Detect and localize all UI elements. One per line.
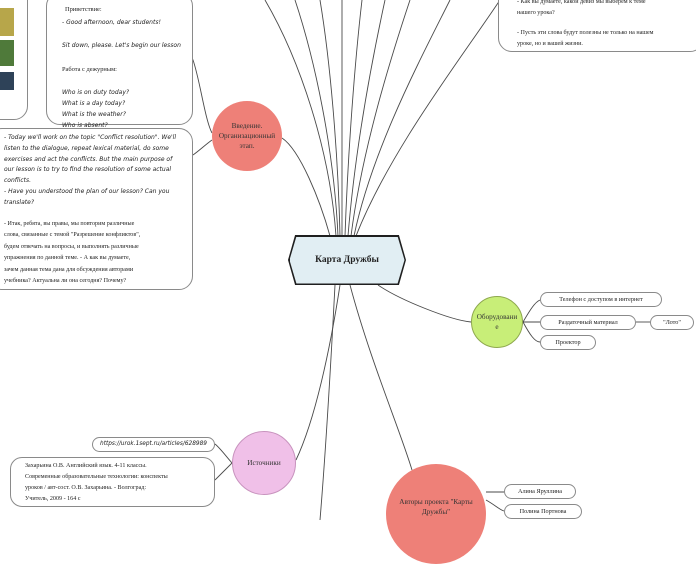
equipment-item-phone[interactable]: Телефон с доступом в интернет	[540, 292, 662, 307]
sources-book-box: Захарьина О.В. Английский язык. 4-11 кла…	[10, 457, 215, 507]
authors-node-label: Авторы проекта "Карты Дружбы"	[399, 498, 473, 516]
book-line: Захарьина О.В. Английский язык. 4-11 кла…	[25, 463, 147, 469]
intro-en-line: conflicts.	[4, 177, 31, 185]
intro-ru-line: слова, связанные с темой "Разрешение кон…	[4, 232, 141, 239]
intro-node[interactable]: Введение. Организационный этап.	[212, 101, 282, 171]
sources-url[interactable]: https://urok.1sept.ru/articles/628989	[92, 437, 215, 452]
equipment-item-loto[interactable]: "Лото"	[650, 315, 694, 330]
book-line: Учитель, 2009 - 164 с	[25, 496, 81, 502]
intro-ru-line: зачем данная тема дана для обсуждения ав…	[4, 266, 134, 273]
motto-box: - Как вы думаете, какой девиз мы выберем…	[498, 0, 696, 52]
motto-line: - Пусть эти слова будут полезны не тольк…	[517, 30, 654, 36]
duty-heading: Работа с дежурным:	[62, 66, 117, 74]
author-name[interactable]: Полина Портнова	[504, 504, 582, 519]
duty-question: What is a day today?	[62, 99, 126, 107]
intro-en-line: exercises and act the conflicts. But the…	[4, 155, 173, 163]
greeting-box: Приветствие: - Good afternoon, dear stud…	[46, 0, 193, 129]
intro-ru-line: учебника? Актуальна ли она сегодня? Поче…	[4, 278, 127, 285]
thumbnail-image	[0, 0, 14, 92]
motto-line: - Как вы думаете, какой девиз мы выберем…	[517, 0, 646, 5]
author-name[interactable]: Алина Яруллина	[504, 484, 576, 499]
central-node[interactable]: Карта Дружбы	[288, 235, 406, 285]
intro-ru-line: упражнения по данной теме. - А как вы ду…	[4, 255, 131, 262]
intro-en-line: listen to the dialogue, repeat lexical m…	[4, 144, 169, 152]
sources-node-label: Источники	[247, 459, 281, 467]
duty-question: Who is absent?	[62, 121, 108, 129]
equipment-item-handout[interactable]: Раздаточный материал	[540, 315, 636, 330]
motto-line: нашего урока?	[517, 10, 555, 16]
intro-en-text: - Today we'll work on the topic "Conflic…	[4, 133, 188, 209]
book-line: уроков / авт-сост. О.В. Захарьина. - Вол…	[25, 485, 147, 491]
intro-en-line: - Have you understood the plan of our le…	[4, 187, 170, 195]
book-line: Современные образовательные технологии: …	[25, 474, 168, 480]
equipment-node-label: Оборудование	[476, 313, 518, 331]
central-node-title: Карта Дружбы	[289, 236, 405, 284]
intro-ru-text: - Итак, ребята, вы правы, мы повторим ра…	[4, 219, 188, 288]
greeting-line2: Sit down, please. Let's begin our lesson	[62, 41, 181, 49]
duty-question: Who is on duty today?	[62, 89, 130, 97]
intro-en-line: our lesson is to try to find the resolut…	[4, 166, 172, 174]
intro-ru-line: будем отвечать на вопросы, и выполнять р…	[4, 243, 139, 250]
authors-node[interactable]: Авторы проекта "Карты Дружбы"	[386, 464, 486, 564]
intro-node-label: Введение. Организационный этап.	[218, 122, 276, 150]
intro-ru-line: - Итак, ребята, вы правы, мы повторим ра…	[4, 220, 135, 227]
greeting-line1: - Good afternoon, dear students!	[62, 18, 161, 26]
intro-box: - Today we'll work on the topic "Conflic…	[0, 128, 193, 290]
equipment-item-projector[interactable]: Проектор	[540, 335, 596, 350]
intro-en-line: - Today we'll work on the topic "Conflic…	[4, 134, 176, 141]
thumbnail-frame	[0, 0, 28, 120]
sources-node[interactable]: Источники	[232, 431, 296, 495]
greeting-heading: Приветствие:	[65, 6, 102, 13]
motto-line: уроке, но и вашей жизни.	[517, 41, 583, 47]
equipment-node[interactable]: Оборудование	[471, 296, 523, 348]
duty-question: What is the weather?	[62, 110, 126, 118]
intro-en-line: translate?	[4, 198, 34, 206]
